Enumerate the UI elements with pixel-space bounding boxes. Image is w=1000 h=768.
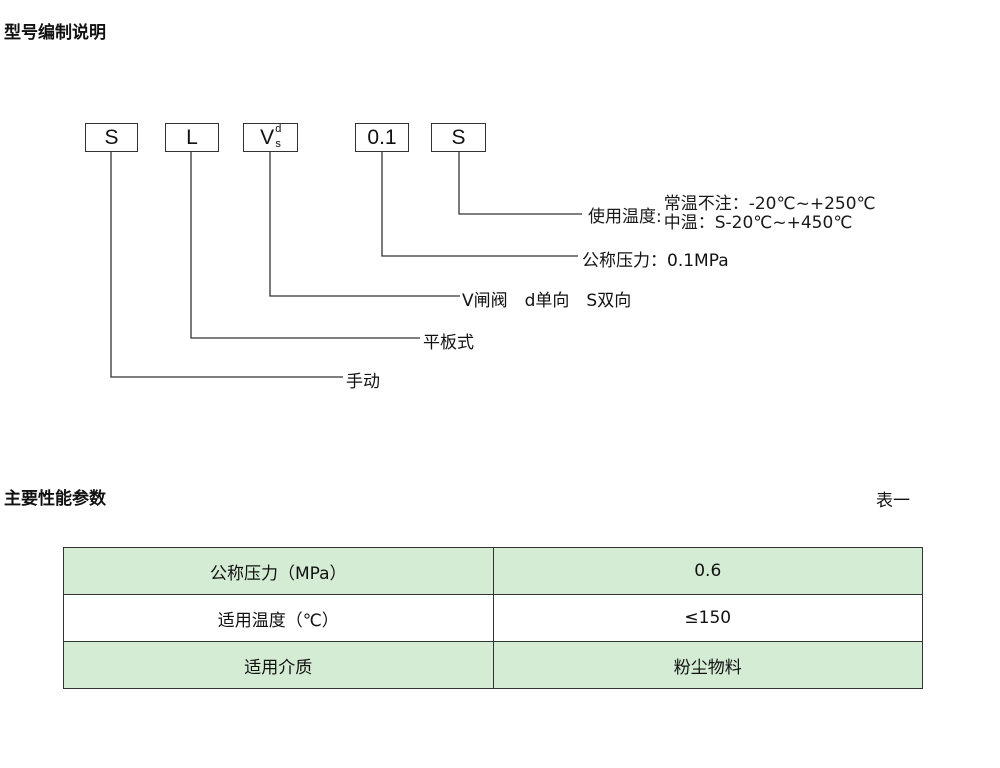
- param-value: 粉尘物料: [492, 641, 923, 689]
- leader-line-drive: [110, 152, 343, 378]
- structure-legend: 平板式: [423, 333, 474, 353]
- table-reference: 表一: [876, 491, 910, 511]
- model-section-title: 型号编制说明: [4, 23, 106, 43]
- drive-legend: 手动: [346, 372, 380, 392]
- params-section-title: 主要性能参数: [4, 489, 106, 509]
- temperature-mid: 中温：S-20℃~+450℃: [663, 213, 853, 233]
- leader-line-structure: [190, 152, 420, 339]
- code-box-structure-text: L: [186, 125, 198, 149]
- code-box-pressure-text: 0.1: [367, 125, 397, 149]
- code-box-valve-type-sub: s: [275, 137, 281, 150]
- code-box-drive: S: [85, 123, 138, 152]
- leader-line-valve-type: [269, 152, 460, 297]
- leader-line-pressure: [381, 152, 578, 257]
- param-name: 适用温度（℃）: [63, 594, 494, 642]
- temperature-label: 使用温度:: [588, 206, 662, 227]
- code-box-valve-type-text: V: [260, 125, 275, 149]
- code-box-structure: L: [165, 123, 219, 152]
- code-box-temperature-text: S: [451, 125, 466, 149]
- leader-line-temperature: [458, 152, 582, 215]
- code-box-temperature: S: [431, 123, 486, 152]
- code-box-pressure: 0.1: [355, 123, 409, 152]
- table-row: 适用介质 粉尘物料: [63, 641, 923, 689]
- temperature-normal: 常温不注：-20℃~+250℃: [663, 194, 876, 214]
- temperature-legend: 使用温度: 常温不注：-20℃~+250℃ 中温：S-20℃~+450℃: [588, 195, 876, 233]
- pressure-legend: 公称压力：0.1MPa: [582, 251, 729, 271]
- param-name: 适用介质: [63, 641, 494, 689]
- valve-type-legend: V闸阀 d单向 S双向: [462, 291, 632, 311]
- param-value: ≤150: [492, 594, 923, 642]
- params-table: 公称压力（MPa） 0.6 适用温度（℃） ≤150 适用介质 粉尘物料: [63, 547, 923, 689]
- code-box-valve-type-sup: d: [275, 122, 282, 135]
- table-row: 适用温度（℃） ≤150: [63, 594, 923, 642]
- table-row: 公称压力（MPa） 0.6: [63, 547, 923, 595]
- code-box-drive-text: S: [104, 125, 119, 149]
- param-value: 0.6: [492, 547, 923, 595]
- param-name: 公称压力（MPa）: [63, 547, 494, 595]
